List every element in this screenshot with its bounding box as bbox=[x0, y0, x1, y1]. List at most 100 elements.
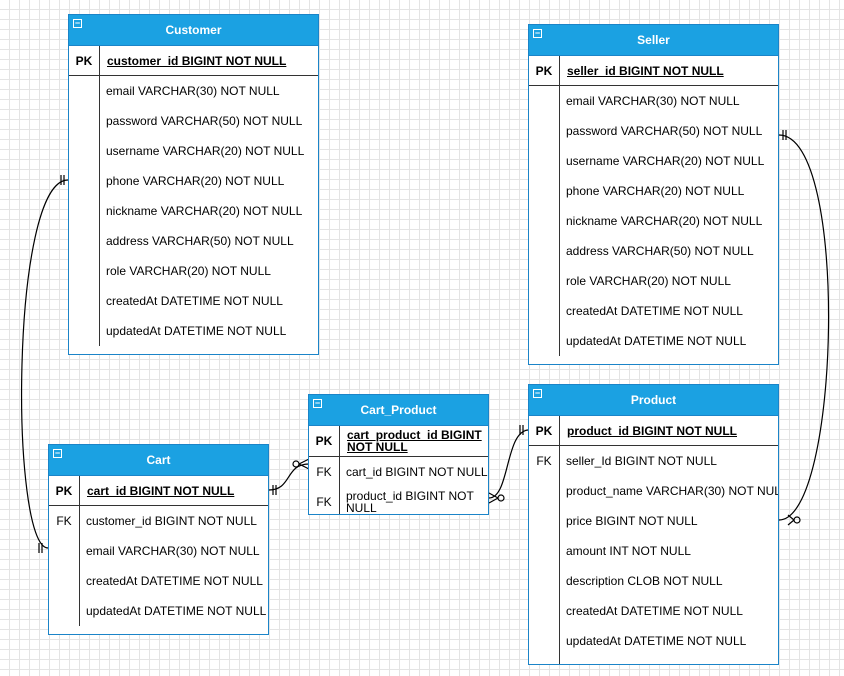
entity-seller[interactable]: − Seller PK seller_id BIGINT NOT NULL em… bbox=[528, 24, 779, 365]
entity-header[interactable]: − Cart_Product bbox=[309, 395, 488, 426]
field-row[interactable]: phone VARCHAR(20) NOT NULL bbox=[529, 176, 778, 206]
entity-title: Customer bbox=[165, 23, 222, 37]
cartproduct-crowfoot-circle bbox=[292, 460, 300, 468]
field-name: email VARCHAR(30) NOT NULL bbox=[86, 544, 260, 558]
entity-header[interactable]: − Product bbox=[529, 385, 778, 416]
cartproduct-product-crowfoot bbox=[488, 492, 499, 504]
key-label: PK bbox=[69, 46, 100, 75]
field-name: createdAt DATETIME NOT NULL bbox=[86, 574, 263, 588]
key-label bbox=[69, 76, 99, 106]
field-row[interactable]: price BIGINT NOT NULL bbox=[529, 506, 778, 536]
key-label bbox=[529, 326, 559, 356]
field-row[interactable]: password VARCHAR(50) NOT NULL bbox=[69, 106, 318, 136]
field-row[interactable]: createdAt DATETIME NOT NULL bbox=[529, 296, 778, 326]
field-row[interactable]: username VARCHAR(20) NOT NULL bbox=[529, 146, 778, 176]
key-label bbox=[69, 136, 99, 166]
key-label bbox=[49, 536, 79, 566]
field-name: updatedAt DATETIME NOT NULL bbox=[86, 604, 267, 618]
field-row[interactable]: address VARCHAR(50) NOT NULL bbox=[69, 226, 318, 256]
field-name: customer_id BIGINT NOT NULL bbox=[86, 514, 257, 528]
key-label bbox=[69, 106, 99, 136]
field-row[interactable]: password VARCHAR(50) NOT NULL bbox=[529, 116, 778, 146]
relationship-cart-cartproduct[interactable] bbox=[268, 463, 310, 491]
key-label bbox=[529, 116, 559, 146]
key-label bbox=[529, 476, 559, 506]
entity-header[interactable]: − Customer bbox=[69, 15, 318, 46]
relationship-seller-product[interactable] bbox=[778, 134, 830, 521]
field-row[interactable]: role VARCHAR(20) NOT NULL bbox=[529, 266, 778, 296]
field-row[interactable]: nickname VARCHAR(20) NOT NULL bbox=[69, 196, 318, 226]
key-label bbox=[49, 566, 79, 596]
key-label bbox=[529, 296, 559, 326]
key-label: PK bbox=[529, 416, 560, 445]
field-row[interactable]: phone VARCHAR(20) NOT NULL bbox=[69, 166, 318, 196]
primary-key-row[interactable]: PK customer_id BIGINT NOT NULL bbox=[69, 46, 318, 76]
key-label bbox=[529, 266, 559, 296]
relationship-customer-cart[interactable] bbox=[21, 179, 69, 549]
entity-product[interactable]: − Product PK product_id BIGINT NOT NULL … bbox=[528, 384, 779, 665]
field-row[interactable]: createdAt DATETIME NOT NULL bbox=[529, 596, 778, 626]
field-row[interactable]: role VARCHAR(20) NOT NULL bbox=[69, 256, 318, 286]
field-row[interactable]: updatedAt DATETIME NOT NULL bbox=[69, 316, 318, 346]
field-row[interactable]: amount INT NOT NULL bbox=[529, 536, 778, 566]
field-name: createdAt DATETIME NOT NULL bbox=[566, 604, 743, 618]
key-label bbox=[529, 206, 559, 236]
primary-key-field: cart_id BIGINT NOT NULL bbox=[87, 483, 235, 498]
field-name: password VARCHAR(50) NOT NULL bbox=[106, 114, 303, 128]
entity-customer[interactable]: − Customer PK customer_id BIGINT NOT NUL… bbox=[68, 14, 319, 355]
field-row[interactable]: createdAt DATETIME NOT NULL bbox=[69, 286, 318, 316]
field-row[interactable]: email VARCHAR(30) NOT NULL bbox=[529, 86, 778, 116]
field-name: amount INT NOT NULL bbox=[566, 544, 691, 558]
key-label: FK bbox=[56, 514, 72, 528]
field-row[interactable]: updatedAt DATETIME NOT NULL bbox=[529, 626, 778, 656]
collapse-icon[interactable]: − bbox=[73, 18, 82, 28]
field-row[interactable]: username VARCHAR(20) NOT NULL bbox=[69, 136, 318, 166]
collapse-icon[interactable]: − bbox=[533, 388, 542, 398]
relationship-cartproduct-product[interactable] bbox=[488, 429, 530, 499]
field-row[interactable]: product_name VARCHAR(30) NOT NULL bbox=[529, 476, 778, 506]
field-name: email VARCHAR(30) NOT NULL bbox=[566, 94, 740, 108]
entity-header[interactable]: − Seller bbox=[529, 25, 778, 56]
collapse-icon[interactable]: − bbox=[53, 448, 62, 458]
key-label bbox=[529, 506, 559, 536]
key-label bbox=[69, 256, 99, 286]
field-name: nickname VARCHAR(20) NOT NULL bbox=[566, 214, 763, 228]
field-name: username VARCHAR(20) NOT NULL bbox=[566, 154, 765, 168]
field-row[interactable]: email VARCHAR(30) NOT NULL bbox=[49, 536, 268, 566]
field-name: createdAt DATETIME NOT NULL bbox=[566, 304, 743, 318]
field-row[interactable]: address VARCHAR(50) NOT NULL bbox=[529, 236, 778, 266]
primary-key-row[interactable]: PK cart_product_id BIGINT NOT NULL bbox=[309, 426, 488, 457]
field-row[interactable]: createdAt DATETIME NOT NULL bbox=[49, 566, 268, 596]
field-row[interactable]: FK customer_id BIGINT NOT NULL bbox=[49, 506, 268, 536]
collapse-icon[interactable]: − bbox=[313, 398, 322, 408]
field-name bbox=[559, 656, 566, 664]
field-row[interactable]: updatedAt DATETIME NOT NULL bbox=[49, 596, 268, 626]
field-list: email VARCHAR(30) NOT NULL password VARC… bbox=[529, 86, 778, 356]
field-row[interactable]: updatedAt DATETIME NOT NULL bbox=[529, 326, 778, 356]
field-name: updatedAt DATETIME NOT NULL bbox=[566, 334, 747, 348]
collapse-icon[interactable]: − bbox=[533, 28, 542, 38]
entity-cart-product[interactable]: − Cart_Product PK cart_product_id BIGINT… bbox=[308, 394, 489, 515]
field-name: updatedAt DATETIME NOT NULL bbox=[106, 324, 287, 338]
field-name: updatedAt DATETIME NOT NULL bbox=[566, 634, 747, 648]
key-label: PK bbox=[309, 426, 340, 456]
key-label: PK bbox=[529, 56, 560, 85]
field-row[interactable]: email VARCHAR(30) NOT NULL bbox=[69, 76, 318, 106]
field-row[interactable] bbox=[529, 656, 778, 664]
field-row[interactable]: nickname VARCHAR(20) NOT NULL bbox=[529, 206, 778, 236]
primary-key-row[interactable]: PK product_id BIGINT NOT NULL bbox=[529, 416, 778, 446]
entity-header[interactable]: − Cart bbox=[49, 445, 268, 476]
primary-key-row[interactable]: PK seller_id BIGINT NOT NULL bbox=[529, 56, 778, 86]
entity-cart[interactable]: − Cart PK cart_id BIGINT NOT NULL FK cust… bbox=[48, 444, 269, 635]
field-row[interactable]: description CLOB NOT NULL bbox=[529, 566, 778, 596]
product-crowfoot bbox=[787, 514, 795, 526]
primary-key-row[interactable]: PK cart_id BIGINT NOT NULL bbox=[49, 476, 268, 506]
field-name: description CLOB NOT NULL bbox=[566, 574, 723, 588]
entity-title: Seller bbox=[637, 33, 670, 47]
field-name: product_name VARCHAR(30) NOT NULL bbox=[566, 484, 779, 498]
